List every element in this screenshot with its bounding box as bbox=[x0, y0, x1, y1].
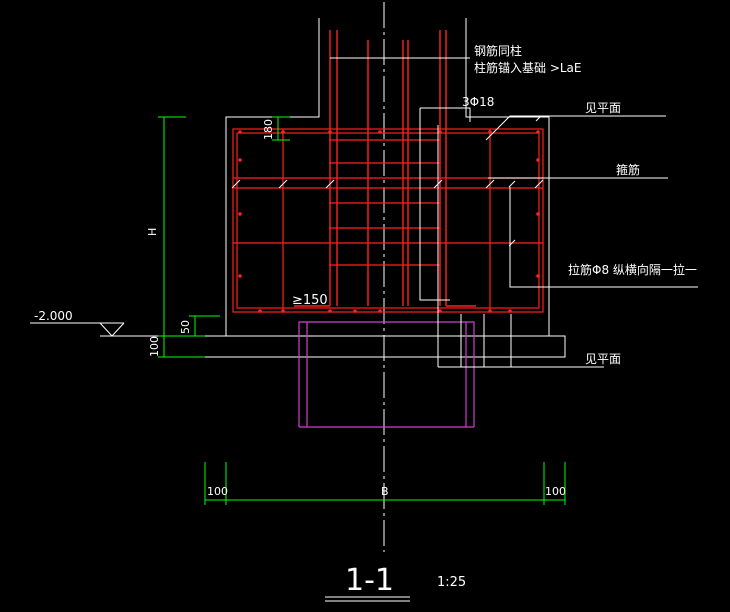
elevation-marker bbox=[30, 322, 164, 337]
min-anchor-label: ≥150 bbox=[292, 293, 328, 308]
bar-callout: 3Φ18 bbox=[462, 95, 494, 109]
scale-label: 1:25 bbox=[437, 575, 466, 590]
dimension-lines bbox=[158, 116, 566, 505]
title-underline bbox=[325, 596, 410, 602]
rebar-ticks bbox=[231, 179, 544, 247]
footing-rebar bbox=[232, 128, 544, 313]
rebar-note-line2: 柱筋锚入基础 >LaE bbox=[474, 60, 582, 75]
width-dim: B bbox=[381, 485, 389, 498]
cushion-dim: 100 bbox=[148, 336, 161, 357]
cushion-layer bbox=[163, 335, 566, 358]
stirrup-label: 箍筋 bbox=[616, 162, 640, 177]
rebar-dots bbox=[238, 130, 540, 313]
base-offset-dim: 50 bbox=[179, 320, 192, 334]
height-dim: H bbox=[146, 228, 159, 236]
pile bbox=[298, 321, 475, 428]
left-ext-dim: 100 bbox=[207, 485, 228, 498]
leaders bbox=[330, 57, 698, 368]
tie-bar-label: 拉筋Φ8 纵横向隔一拉一 bbox=[568, 262, 697, 277]
elevation-value: -2.000 bbox=[34, 309, 73, 323]
face-label-top: 见平面 bbox=[585, 101, 621, 115]
rebar-note-line1: 钢筋同柱 bbox=[474, 43, 522, 58]
section-title: 1-1 bbox=[345, 563, 394, 598]
right-ext-dim: 100 bbox=[545, 485, 566, 498]
face-label-bottom: 见平面 bbox=[585, 352, 621, 366]
top-cover-dim: 180 bbox=[262, 119, 275, 140]
column-dowels bbox=[294, 30, 476, 307]
